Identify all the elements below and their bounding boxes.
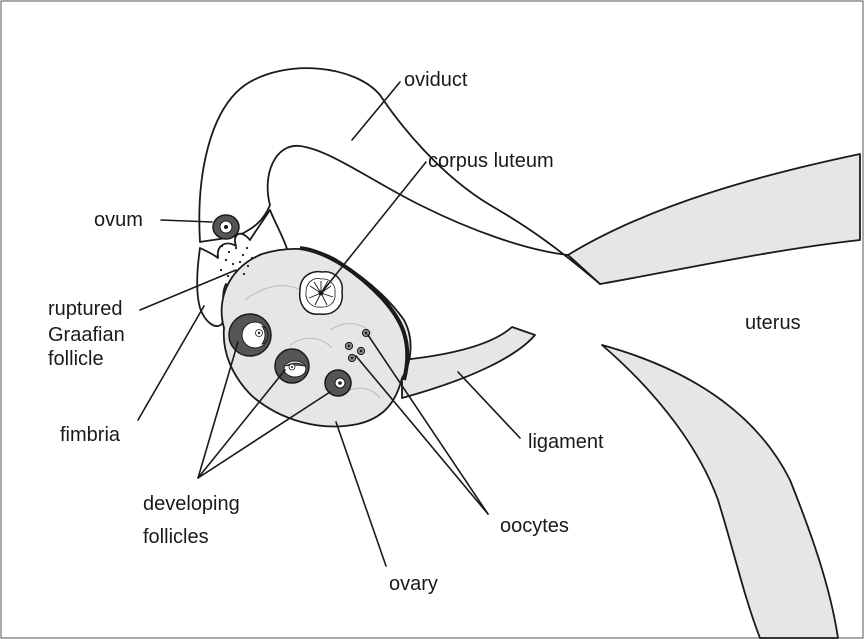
oocyte bbox=[357, 347, 364, 354]
ligament bbox=[402, 327, 535, 398]
leader-corpus-luteum bbox=[322, 162, 426, 292]
label-fimbria: fimbria bbox=[60, 424, 121, 446]
label-ovum: ovum bbox=[94, 209, 143, 231]
label-oocytes: oocytes bbox=[500, 515, 569, 537]
label-developing-line1: developing bbox=[143, 493, 240, 515]
corpus-luteum bbox=[300, 272, 343, 315]
leader-ligament bbox=[458, 372, 520, 438]
leader-developing-follicle-1 bbox=[198, 342, 238, 478]
leader-ovary bbox=[336, 422, 386, 566]
leader-fimbria bbox=[138, 306, 204, 420]
uterus-upper-horn bbox=[568, 154, 860, 284]
label-ligament: ligament bbox=[528, 431, 604, 453]
label-ruptured-line2: Graafian bbox=[48, 324, 125, 346]
label-ovary: ovary bbox=[389, 573, 438, 595]
ovum bbox=[213, 215, 239, 239]
label-uterus: uterus bbox=[745, 312, 801, 334]
label-oviduct: oviduct bbox=[404, 69, 468, 91]
developing-follicle-2 bbox=[275, 349, 309, 383]
label-corpus-luteum: corpus luteum bbox=[428, 150, 554, 172]
leader-developing-follicle-2 bbox=[198, 370, 285, 478]
label-ruptured-line3: follicle bbox=[48, 348, 104, 370]
label-developing-line2: follicles bbox=[143, 526, 209, 548]
label-ruptured-line1: ruptured bbox=[48, 298, 123, 320]
oocyte bbox=[348, 354, 355, 361]
oocyte bbox=[345, 342, 352, 349]
uterus-lower-body bbox=[602, 345, 838, 638]
